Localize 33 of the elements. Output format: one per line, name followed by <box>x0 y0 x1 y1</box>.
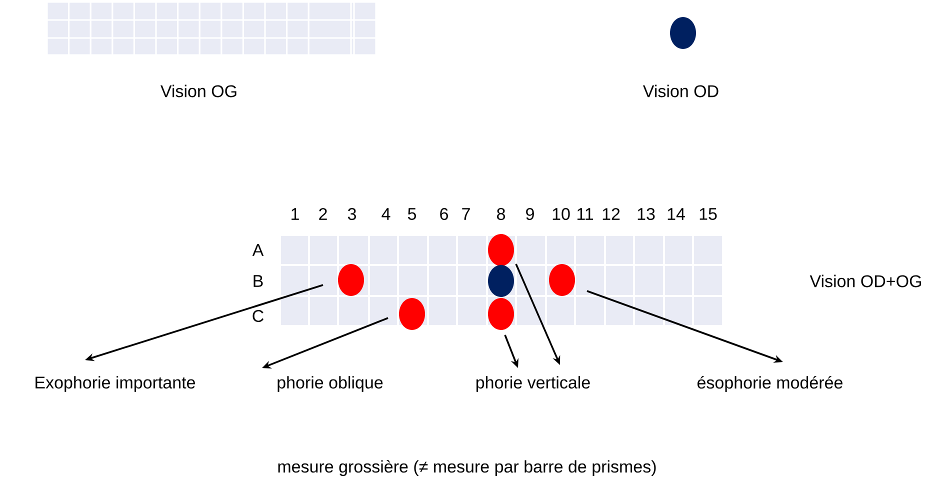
text-label: 15 <box>700 208 717 220</box>
dot-marker <box>488 234 514 266</box>
dot-marker <box>488 298 514 330</box>
text-label: 6 <box>440 208 448 220</box>
text-label: A <box>252 244 264 256</box>
dot-marker <box>488 265 514 297</box>
text-label: 14 <box>668 208 685 220</box>
text-label: 4 <box>382 208 390 220</box>
text-label: C <box>252 310 264 322</box>
dot-marker <box>549 264 575 296</box>
text-label: Vision OG <box>160 84 236 98</box>
text-label: Vision OD <box>642 84 718 98</box>
text-label: ésophorie modérée <box>698 376 842 392</box>
text-label: phorie oblique <box>278 376 383 392</box>
text-label: 10 <box>552 208 570 220</box>
text-label: 3 <box>348 208 356 220</box>
text-label: Vision OD+OG <box>810 274 922 288</box>
text-label: mesure grossière (≠ mesure par barre de prismes) <box>278 460 656 476</box>
text-label: Exophorie importante <box>36 376 195 392</box>
text-label: 9 <box>526 208 534 220</box>
text-label: 5 <box>408 208 416 220</box>
text-label: 13 <box>638 208 655 220</box>
text-label: 7 <box>462 208 470 220</box>
text-label: B <box>254 275 263 287</box>
text-label: 11 <box>578 208 593 220</box>
dot-marker <box>399 298 425 330</box>
text-label: 1 <box>292 208 299 220</box>
text-label: 8 <box>497 208 505 220</box>
text-label: 2 <box>319 208 327 220</box>
dot-marker <box>338 264 364 296</box>
text-label: phorie verticale <box>476 376 590 392</box>
text-label: 12 <box>602 208 620 220</box>
dot-marker <box>670 17 696 49</box>
